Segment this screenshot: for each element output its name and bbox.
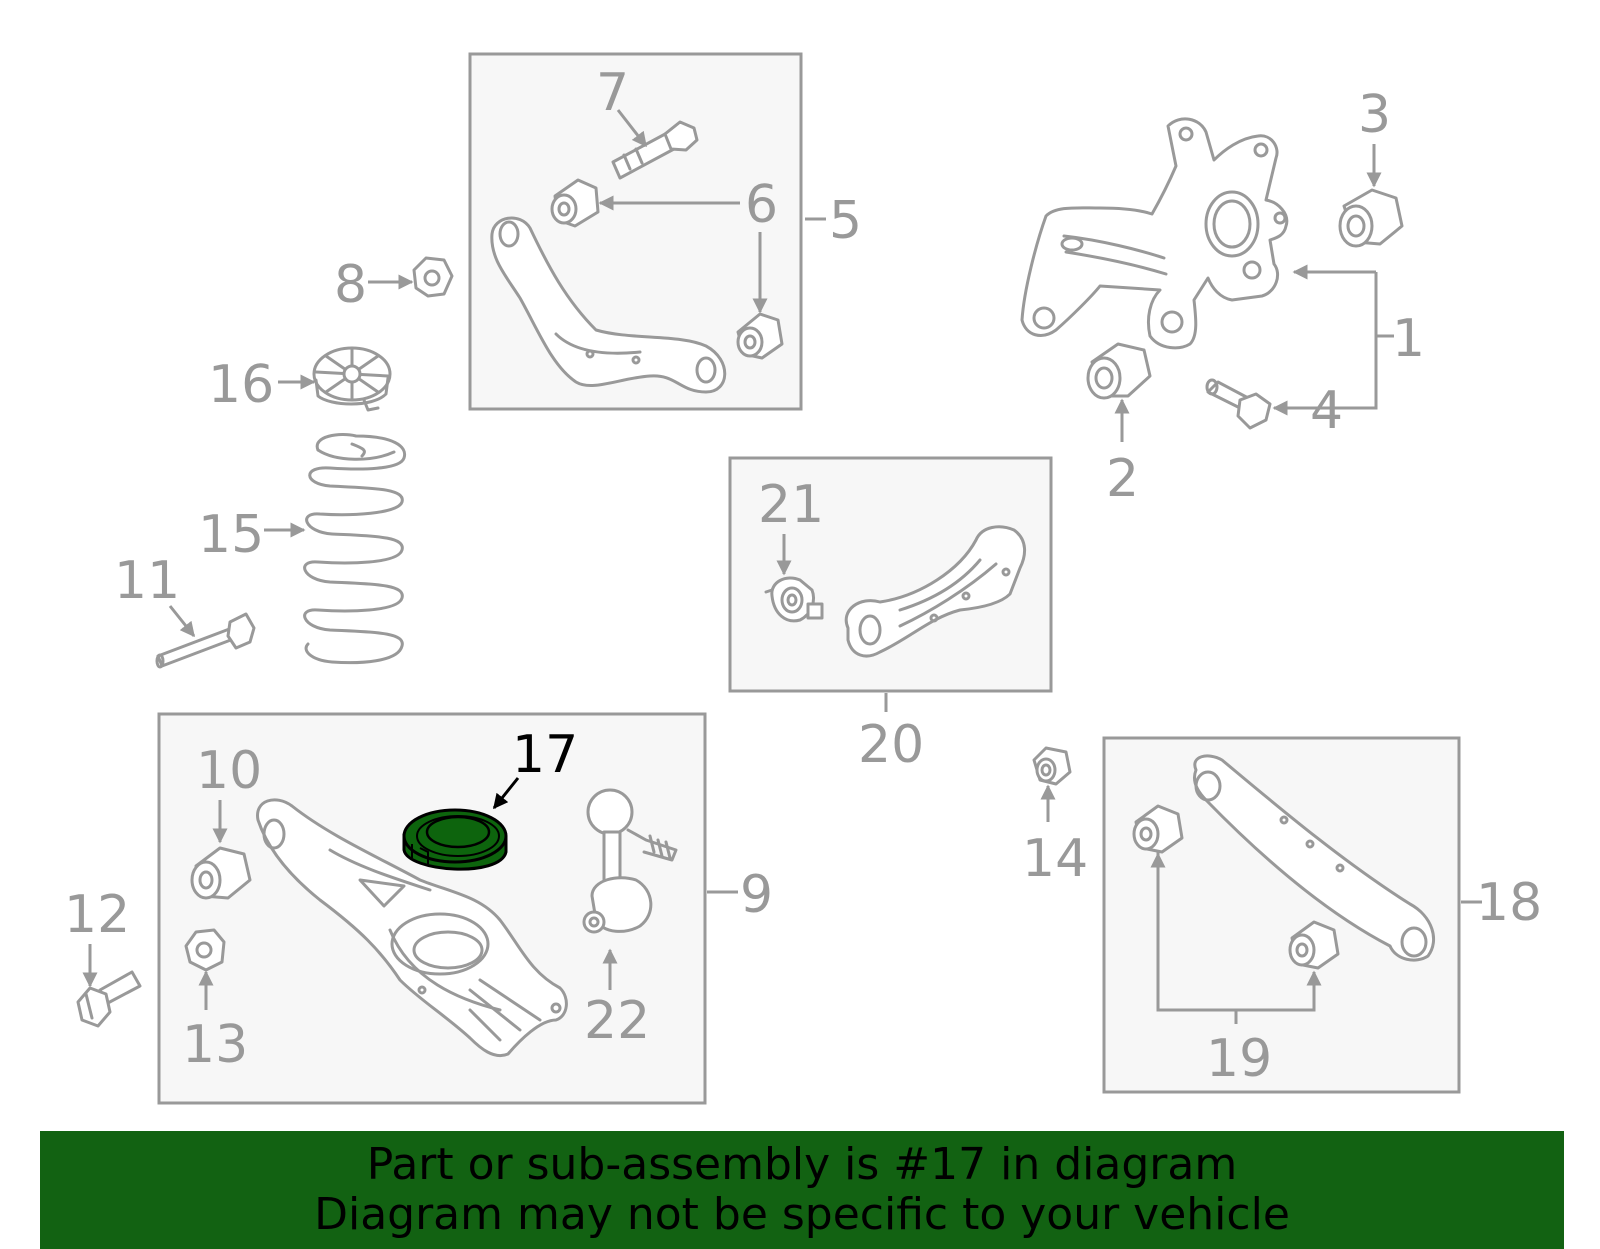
callout-10: 10 <box>196 741 262 801</box>
bolt-part-12[interactable] <box>76 970 142 1028</box>
callout-20: 20 <box>858 715 924 775</box>
bushing-part-21[interactable] <box>764 576 824 623</box>
callout-6: 6 <box>745 175 778 235</box>
parts-diagram: 7 6 5 8 16 15 11 3 1 4 2 21 20 14 18 19 … <box>64 52 1542 1105</box>
callout-1: 1 <box>1392 309 1425 369</box>
callout-22: 22 <box>584 991 650 1051</box>
callout-21: 21 <box>758 475 824 535</box>
callout-14: 14 <box>1022 829 1088 889</box>
bushing-part-6-lower[interactable] <box>736 312 784 360</box>
bolt-part-4[interactable] <box>1205 378 1272 430</box>
bolt-part-11[interactable] <box>155 612 256 669</box>
callout-19: 19 <box>1206 1029 1272 1089</box>
leader-7 <box>616 109 648 148</box>
callout-5: 5 <box>829 191 862 251</box>
leader-1 <box>1286 272 1378 410</box>
lateral-link-part-18[interactable] <box>1192 754 1436 962</box>
callout-8: 8 <box>334 255 367 315</box>
callout-13: 13 <box>182 1015 248 1075</box>
leader-11 <box>168 605 196 638</box>
bushing-part-2[interactable] <box>1086 342 1152 400</box>
knuckle-part-1[interactable] <box>1020 117 1289 350</box>
callout-4: 4 <box>1310 381 1343 441</box>
bolt-part-7[interactable] <box>611 120 699 180</box>
callout-9: 9 <box>740 865 773 925</box>
bushing-part-3[interactable] <box>1338 188 1404 248</box>
callout-17-highlighted: 17 <box>512 725 578 785</box>
nut-part-14[interactable] <box>1032 746 1072 786</box>
trailing-arm-part-20[interactable] <box>844 525 1026 658</box>
bushing-part-19-lower[interactable] <box>1288 920 1340 970</box>
callout-2: 2 <box>1106 449 1139 509</box>
bushing-part-6-upper[interactable] <box>550 178 600 228</box>
bushing-part-19-upper[interactable] <box>1132 804 1184 854</box>
nut-part-13[interactable] <box>184 928 226 972</box>
bump-stop-part-16[interactable] <box>312 346 392 412</box>
banner-line-disclaimer: Diagram may not be specific to your vehi… <box>314 1189 1290 1240</box>
upper-control-arm-part-5[interactable] <box>490 216 727 394</box>
callout-11: 11 <box>114 551 180 611</box>
callout-12: 12 <box>64 885 130 945</box>
bushing-part-10[interactable] <box>190 846 252 900</box>
coil-spring-part-15[interactable] <box>303 433 407 665</box>
banner-line-part: Part or sub-assembly is #17 in diagram <box>366 1139 1238 1190</box>
callout-7: 7 <box>596 63 629 123</box>
callout-18: 18 <box>1476 873 1542 933</box>
leader-17 <box>492 777 520 810</box>
callout-15: 15 <box>198 505 264 565</box>
callout-16: 16 <box>208 355 274 415</box>
nut-part-8[interactable] <box>412 256 454 298</box>
lower-control-arm-part-9[interactable] <box>256 798 568 1057</box>
info-banner: Part or sub-assembly is #17 in diagram D… <box>40 1131 1564 1249</box>
spring-seat-part-17[interactable] <box>402 808 508 871</box>
stabilizer-link-part-22[interactable] <box>582 788 678 934</box>
callout-3: 3 <box>1358 85 1391 145</box>
